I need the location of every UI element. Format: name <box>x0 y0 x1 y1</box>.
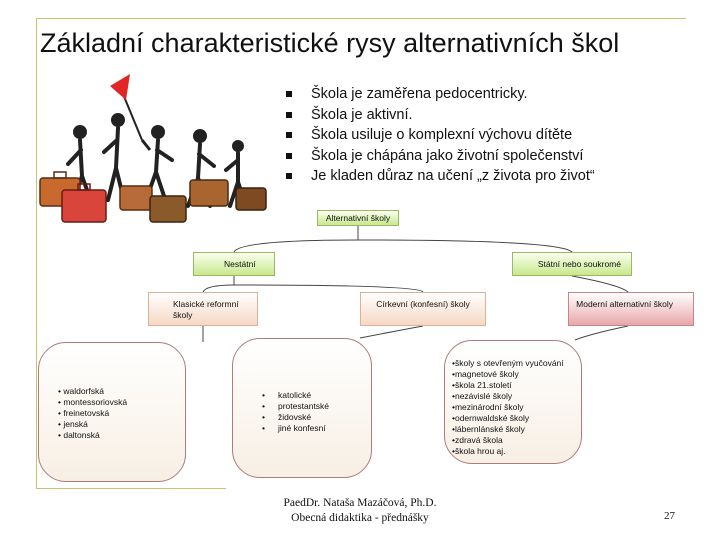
list-item: • jenská <box>58 419 88 429</box>
bullet-item: Škola je aktivní. <box>284 105 595 126</box>
list-item: •mezinárodní školy <box>452 402 524 412</box>
footer-course: Obecná didaktika - přednášky <box>291 512 429 524</box>
diagram-node-classic-reform: Klasické reformní školy <box>148 292 258 326</box>
square-bullet-icon <box>286 132 292 138</box>
modern-schools-list: •školy s otevřeným vyučování •magnetové … <box>452 358 564 457</box>
list-item: • freinetovská <box>58 408 110 418</box>
list-item: • waldorfská <box>58 386 104 396</box>
footer-author: PaedDr. Nataša Mazáčová, Ph.D. <box>283 497 437 509</box>
frame-top-line <box>36 18 686 19</box>
diagram-node-modern-alternative: Moderní alternativní školy <box>568 292 694 326</box>
slide-title: Základní charakteristické rysy alternati… <box>40 28 620 58</box>
frame-bottom-line <box>36 488 226 489</box>
reform-schools-panel <box>38 342 186 482</box>
bullet-item: Je kladen důraz na učení „z života pro ž… <box>284 166 595 187</box>
list-item: •lábernlánské školy <box>452 424 525 434</box>
page-number: 27 <box>664 510 675 522</box>
list-item: •židovské <box>262 412 312 422</box>
list-item: •nezávislé školy <box>452 391 513 401</box>
church-schools-panel <box>232 338 372 478</box>
list-item: •magnetové školy <box>452 369 519 379</box>
slide-footer: PaedDr. Nataša Mazáčová, Ph.D. Obecná di… <box>250 496 470 526</box>
square-bullet-icon <box>286 173 292 179</box>
bullet-item: Škola je zaměřena pedocentricky. <box>284 84 595 105</box>
list-item: •zdravá škola <box>452 435 503 445</box>
frame-left-line <box>36 18 37 488</box>
list-item: •škola 21.století <box>452 380 512 390</box>
characteristics-bullet-list: Škola je zaměřena pedocentricky. Škola j… <box>284 84 595 187</box>
modern-schools-panel <box>444 340 582 464</box>
list-item: •protestantské <box>262 401 330 411</box>
square-bullet-icon <box>286 91 292 97</box>
list-item: •škola hrou aj. <box>452 446 506 456</box>
reform-schools-list: • waldorfská • montessoriovská • freinet… <box>58 386 127 441</box>
bullet-item: Škola je chápána jako životní společenst… <box>284 146 595 167</box>
square-bullet-icon <box>286 111 292 118</box>
list-item: •školy s otevřeným vyučování <box>452 358 564 368</box>
diagram-root-alternative-schools: Alternativní školy <box>317 210 399 226</box>
list-item: • montessoriovská <box>58 397 128 407</box>
list-item: •jiné konfesní <box>262 423 326 433</box>
church-schools-list: •katolické •protestantské •židovské •jin… <box>262 390 329 434</box>
list-item: •odernwaldské školy <box>452 413 530 423</box>
diagram-node-non-state: Nestátní <box>193 252 275 276</box>
diagram-node-state-or-private: Státní nebo soukromé <box>512 252 632 276</box>
square-bullet-icon <box>286 152 292 159</box>
bullet-item: Škola usiluje o komplexní výchovu dítěte <box>284 125 595 146</box>
diagram-node-church-schools: Církevní (konfesní) školy <box>360 292 486 326</box>
list-item: • daltonská <box>58 430 100 440</box>
list-item: •katolické <box>262 390 312 400</box>
